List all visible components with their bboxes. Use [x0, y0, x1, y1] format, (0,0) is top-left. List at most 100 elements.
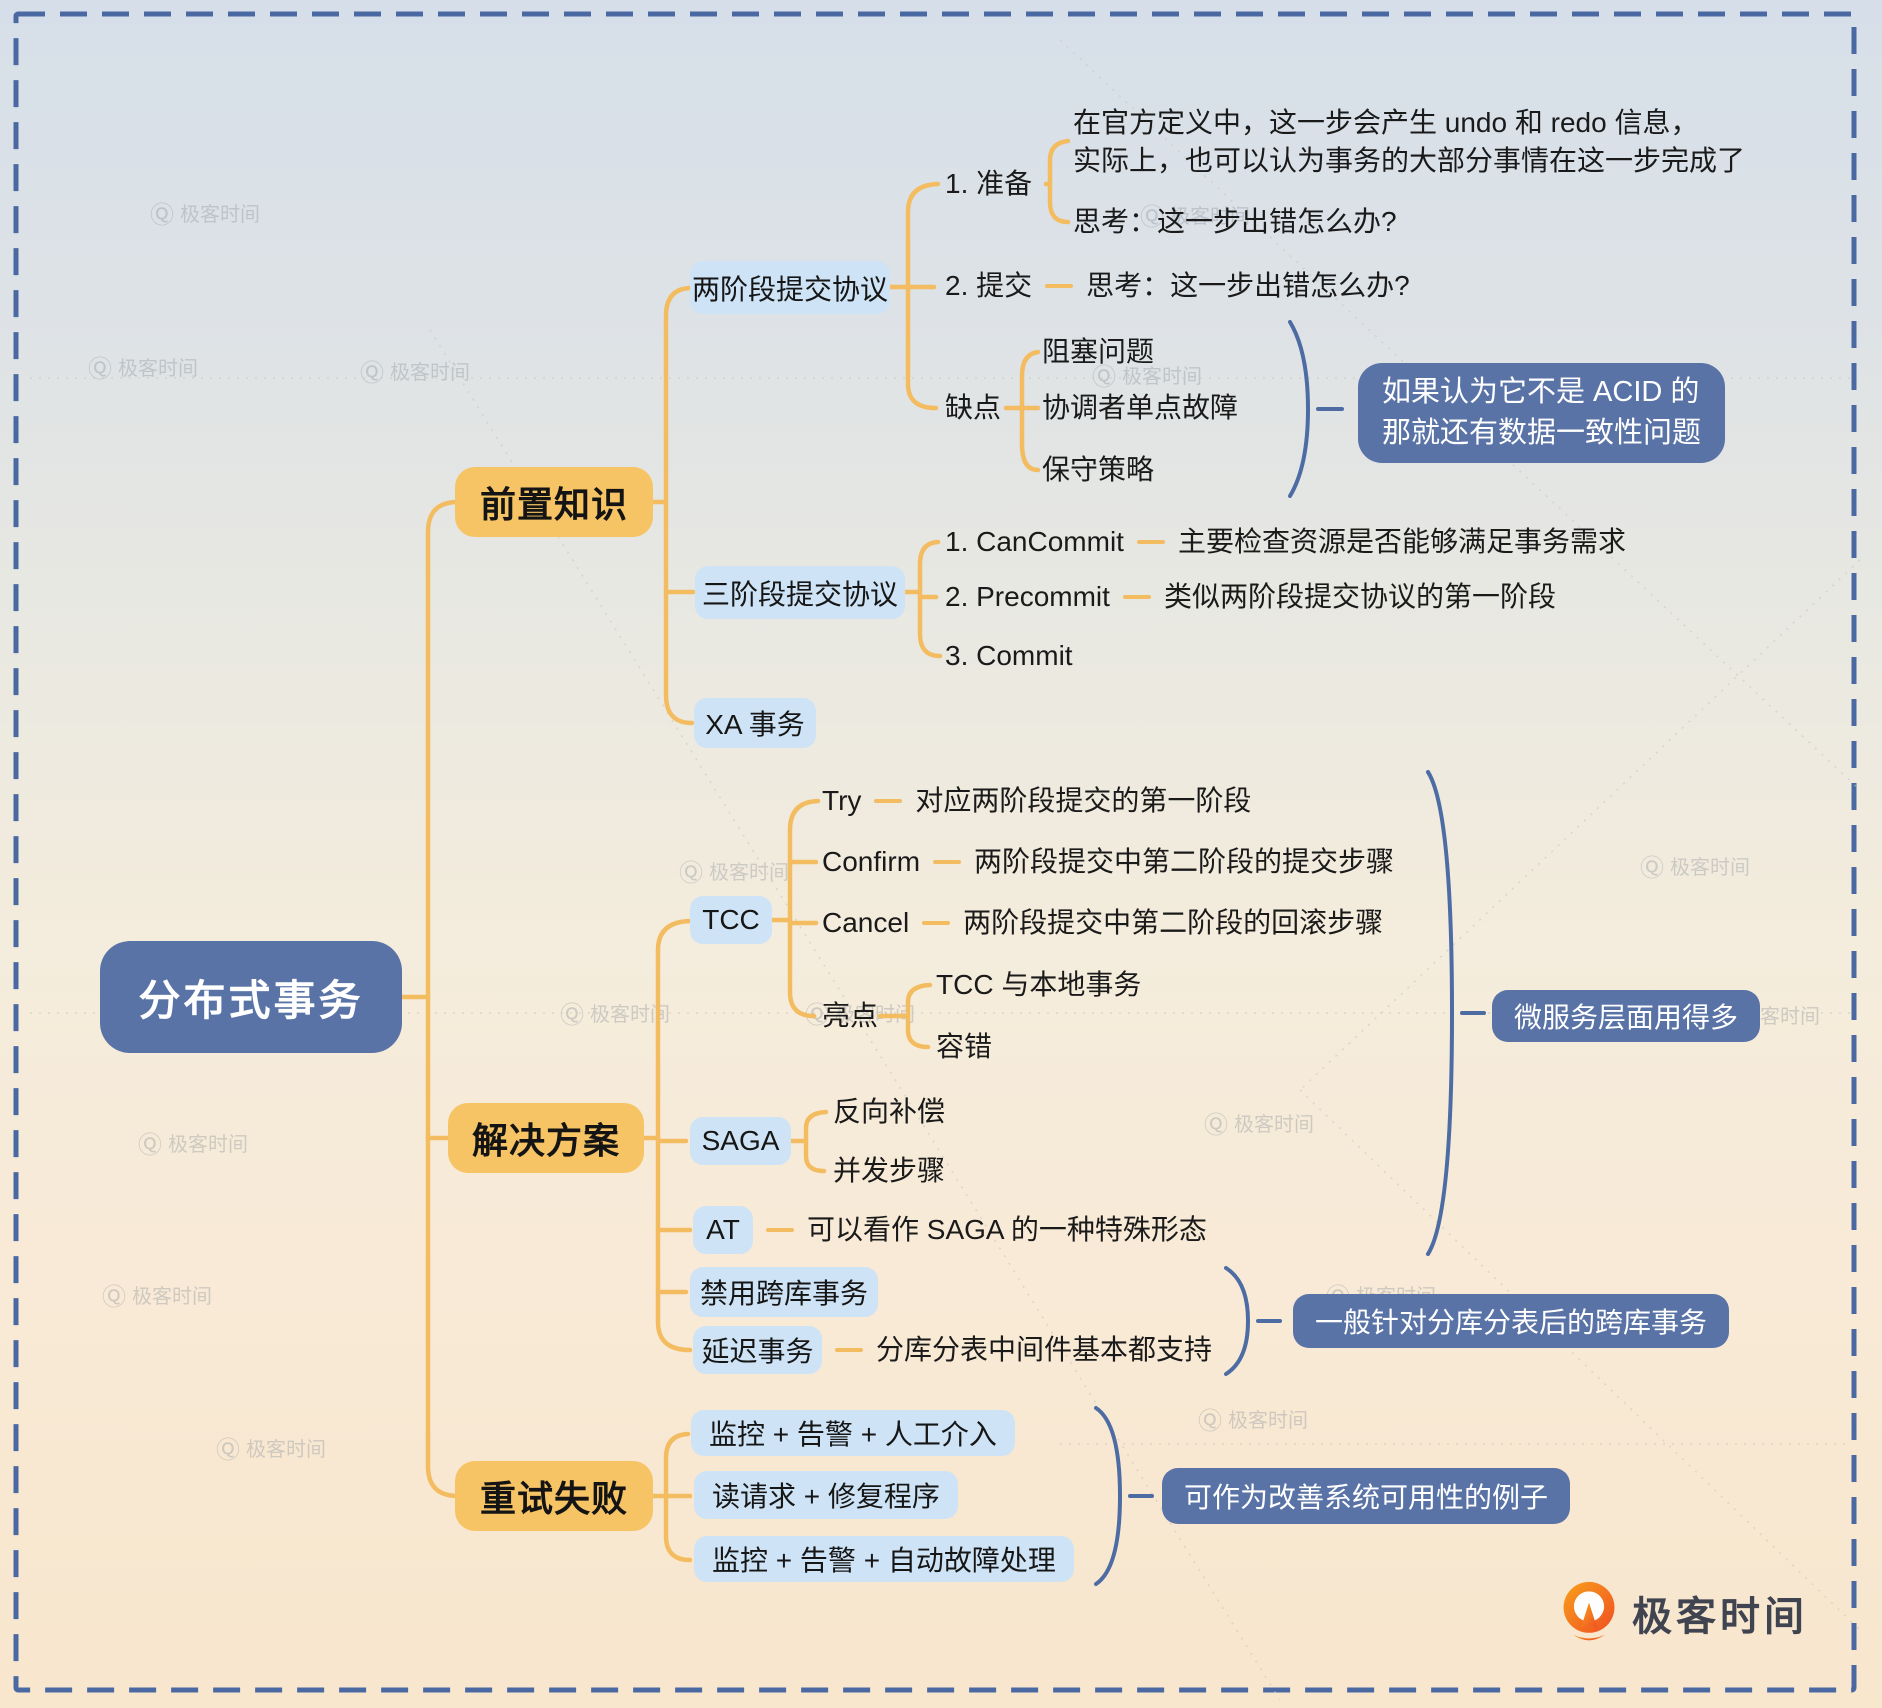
- node-saga[interactable]: SAGA: [690, 1117, 791, 1165]
- geektime-watermark-icon: Ⓠ: [88, 356, 112, 383]
- annotation-tcc-try[interactable]: 对应两阶段提交的第一阶段: [915, 785, 1252, 816]
- annotation-3pc-precommit[interactable]: 类似两阶段提交协议的第一阶段: [1163, 581, 1556, 612]
- branch-dash: [933, 860, 962, 864]
- geektime-watermark-icon: Ⓠ: [360, 360, 384, 387]
- node-monitor-alert-manual[interactable]: 监控 + 告警 + 人工介入: [691, 1410, 1015, 1456]
- branch-prerequisite[interactable]: 前置知识: [455, 467, 653, 537]
- note-microservice-level[interactable]: 微服务层面用得多: [1492, 990, 1761, 1042]
- branch-dash: [874, 799, 903, 803]
- geektime-brand: 极客时间: [1560, 1580, 1808, 1646]
- note-line: 那就还有数据一致性问题: [1382, 417, 1702, 449]
- branch-dash: [766, 1228, 794, 1232]
- branch-dash: [922, 921, 951, 925]
- geektime-watermark-icon: Ⓠ: [560, 1002, 584, 1029]
- node-3pc-cancommit[interactable]: 1. CanCommit: [945, 526, 1124, 557]
- row-delayed-tx: 延迟事务 分库分表中间件基本都支持: [693, 1326, 1212, 1374]
- row-tcc-try: Try 对应两阶段提交的第一阶段: [822, 784, 1251, 818]
- row-3pc-precommit: 2. Precommit 类似两阶段提交协议的第一阶段: [945, 580, 1556, 614]
- note-availability-example[interactable]: 可作为改善系统可用性的例子: [1162, 1468, 1571, 1524]
- note-acid-consistency[interactable]: 如果认为它不是 ACID 的 那就还有数据一致性问题: [1358, 363, 1726, 463]
- geektime-logo-text: 极客时间: [1632, 1595, 1808, 1639]
- annotation-delayed-tx[interactable]: 分库分表中间件基本都支持: [876, 1334, 1213, 1365]
- branch-dash: [1122, 595, 1151, 599]
- node-read-request-repair[interactable]: 读请求 + 修复程序: [694, 1471, 958, 1519]
- node-saga-reverse-compensation[interactable]: 反向补偿: [833, 1096, 946, 1127]
- branch-dash: [1136, 540, 1165, 544]
- brace-cross-db: [1224, 1266, 1251, 1376]
- geektime-watermark-icon: Ⓠ: [1640, 855, 1664, 882]
- node-tcc-highlights[interactable]: 亮点: [822, 1000, 879, 1031]
- geektime-watermark-icon: Ⓠ: [150, 202, 174, 229]
- node-tcc-local-transaction[interactable]: TCC 与本地事务: [936, 969, 1142, 1000]
- node-tcc-fault-tolerance[interactable]: 容错: [936, 1031, 993, 1062]
- root-node-distributed-transaction[interactable]: 分布式事务: [100, 941, 402, 1053]
- node-tcc-try[interactable]: Try: [822, 785, 862, 816]
- node-3pc-commit[interactable]: 3. Commit: [945, 640, 1073, 671]
- node-monitor-alert-auto[interactable]: 监控 + 告警 + 自动故障处理: [694, 1536, 1074, 1582]
- node-at[interactable]: AT: [693, 1206, 753, 1254]
- geektime-watermark-icon: Ⓠ: [1140, 204, 1164, 231]
- branch-dash: [835, 1348, 863, 1352]
- geektime-watermark-icon: Ⓠ: [138, 1132, 162, 1159]
- geektime-watermark-icon: Ⓠ: [679, 860, 703, 887]
- node-tcc-cancel[interactable]: Cancel: [822, 907, 910, 938]
- annotation-2pc-prepare-question[interactable]: 思考：这一步出错怎么办?: [1073, 206, 1397, 237]
- branch-solutions[interactable]: 解决方案: [448, 1103, 644, 1173]
- geektime-logo-icon: [1563, 1581, 1615, 1641]
- branch-dash: [1045, 284, 1074, 288]
- row-tcc-confirm: Confirm 两阶段提交中第二阶段的提交步骤: [822, 845, 1394, 879]
- page-dashed-border: [13, 11, 1857, 1693]
- annotation-2pc-commit-question[interactable]: 思考：这一步出错怎么办?: [1086, 270, 1410, 301]
- node-delayed-transaction[interactable]: 延迟事务: [693, 1326, 822, 1374]
- annotation-tcc-confirm[interactable]: 两阶段提交中第二阶段的提交步骤: [974, 846, 1395, 877]
- branch-lines: [399, 138, 1071, 1563]
- node-xa-transaction[interactable]: XA 事务: [694, 698, 816, 748]
- node-tcc[interactable]: TCC: [690, 896, 772, 944]
- node-drawback-coordinator-spof[interactable]: 协调者单点故障: [1042, 392, 1239, 423]
- row-tcc-cancel: Cancel 两阶段提交中第二阶段的回滚步骤: [822, 906, 1383, 940]
- row-2pc-commit: 2. 提交 思考：这一步出错怎么办?: [945, 269, 1410, 303]
- node-3pc-precommit[interactable]: 2. Precommit: [945, 581, 1110, 612]
- node-saga-concurrent-steps[interactable]: 并发步骤: [833, 1155, 946, 1186]
- brace-microservice: [1426, 770, 1455, 1256]
- row-3pc-cancommit: 1. CanCommit 主要检查资源是否能够满足事务需求: [945, 525, 1626, 559]
- annotation-at[interactable]: 可以看作 SAGA 的一种特殊形态: [807, 1214, 1207, 1245]
- note-line: 如果认为它不是 ACID 的: [1382, 376, 1700, 408]
- branch-retry-failure[interactable]: 重试失败: [455, 1461, 653, 1531]
- node-three-phase-commit[interactable]: 三阶段提交协议: [695, 566, 905, 619]
- annotation-line: 实际上，也可以认为事务的大部分事情在这一步完成了: [1073, 145, 1746, 176]
- node-2pc-drawbacks[interactable]: 缺点: [945, 392, 1002, 423]
- brace-2pc-drawbacks: [1288, 320, 1311, 498]
- geektime-watermark-icon: Ⓠ: [216, 1437, 240, 1464]
- geektime-watermark-icon: Ⓠ: [102, 1284, 126, 1311]
- node-drawback-blocking[interactable]: 阻塞问题: [1042, 336, 1155, 367]
- annotation-3pc-cancommit[interactable]: 主要检查资源是否能够满足事务需求: [1177, 526, 1626, 557]
- annotation-tcc-cancel[interactable]: 两阶段提交中第二阶段的回滚步骤: [963, 907, 1384, 938]
- background-dotted-lines: [30, 39, 1861, 1701]
- node-forbid-cross-db[interactable]: 禁用跨库事务: [690, 1267, 878, 1317]
- node-two-phase-commit[interactable]: 两阶段提交协议: [690, 261, 890, 314]
- annotation-2pc-prepare-definition[interactable]: 在官方定义中，这一步会产生 undo 和 redo 信息， 实际上，也可以认为事…: [1073, 104, 1745, 180]
- node-2pc-commit[interactable]: 2. 提交: [945, 270, 1033, 301]
- node-drawback-conservative[interactable]: 保守策略: [1042, 454, 1155, 485]
- node-tcc-confirm[interactable]: Confirm: [822, 846, 921, 877]
- row-at: AT 可以看作 SAGA 的一种特殊形态: [693, 1206, 1207, 1254]
- note-cross-db-after-sharding[interactable]: 一般针对分库分表后的跨库事务: [1293, 1294, 1730, 1348]
- node-2pc-prepare[interactable]: 1. 准备: [945, 168, 1033, 199]
- annotation-line: 在官方定义中，这一步会产生 undo 和 redo 信息，: [1073, 107, 1699, 138]
- geektime-watermark-icon: Ⓠ: [1204, 1112, 1228, 1139]
- summary-braces: [1094, 320, 1486, 1586]
